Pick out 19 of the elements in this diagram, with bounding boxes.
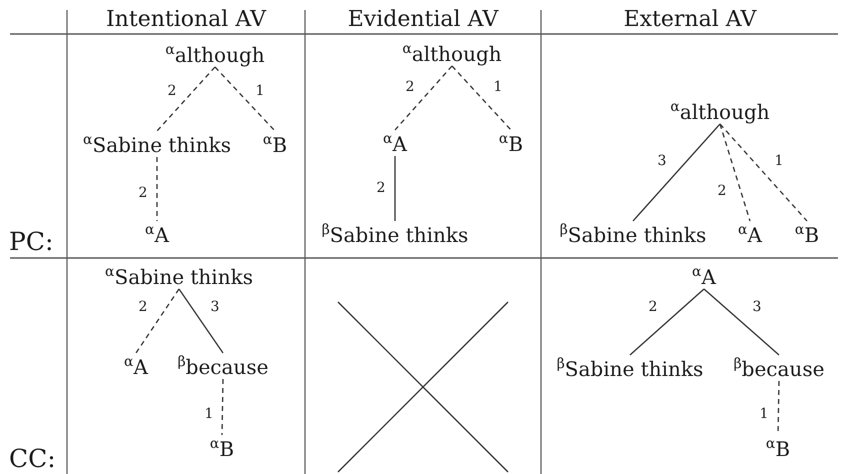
- tree-branch: [221, 378, 224, 436]
- tree-branch: [630, 288, 704, 356]
- tree-branch: [394, 156, 396, 221]
- tree-branch: [394, 66, 452, 130]
- tree-branch: [214, 66, 276, 132]
- column-header: Evidential AV: [348, 9, 498, 31]
- tree-branch: [156, 66, 216, 132]
- column-header: Intentional AV: [106, 9, 266, 31]
- column-header: External AV: [624, 9, 756, 31]
- tree-branch: [156, 157, 158, 221]
- row-label: PC:: [9, 229, 54, 254]
- row-label: CC:: [9, 446, 56, 471]
- tree-branch: [178, 288, 224, 354]
- tree-branch: [135, 288, 180, 354]
- tree-branch: [719, 124, 751, 222]
- tree-branch: [704, 288, 780, 356]
- tree-branch: [720, 124, 808, 222]
- tree-branch: [452, 66, 512, 130]
- tree-branch: [632, 124, 720, 222]
